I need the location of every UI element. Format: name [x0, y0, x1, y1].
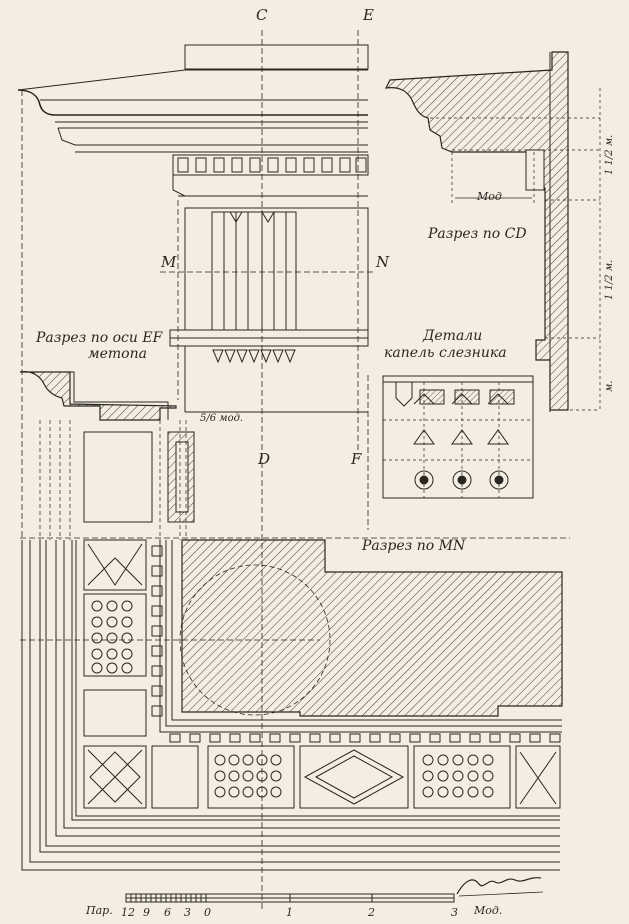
- scale-tick-3b: 3: [451, 906, 458, 919]
- guttae: [212, 349, 296, 364]
- scale-tick-1: 1: [286, 906, 293, 919]
- title-section-cd: Разрез по CD: [428, 226, 527, 242]
- coffer-circles-left: [91, 600, 133, 674]
- title-section-mn: Разрез по MN: [362, 538, 466, 554]
- section-ef: [19, 371, 195, 540]
- scale-tick-0: 0: [204, 906, 211, 919]
- section-cd: [384, 51, 601, 412]
- title-section-ef-line2: метопа: [88, 346, 147, 362]
- scale-tick-2: 2: [368, 906, 375, 919]
- vertical-dentils: [151, 545, 163, 717]
- dimension-mod: Мод: [477, 190, 502, 203]
- axis-label-d: D: [258, 450, 271, 468]
- dentil-row: [172, 154, 369, 176]
- dimension-one-half-m-mid: 1 1/2 м.: [604, 259, 615, 300]
- scale-tick-3: 3: [184, 906, 191, 919]
- title-details-line2: капель слезника: [384, 345, 507, 361]
- coffer-circles-bottom-right: [422, 754, 494, 798]
- scale-label-par: Пар.: [86, 904, 113, 917]
- title-details-line1: Детали: [423, 328, 483, 344]
- dimension-m-bottom: м.: [604, 380, 615, 392]
- scale-tick-6: 6: [164, 906, 171, 919]
- scale-bar: [125, 893, 455, 903]
- axis-label-e: E: [363, 6, 374, 24]
- dimension-five-sixth-mod: 5/6 мод.: [200, 413, 244, 424]
- axis-lines: [20, 30, 570, 910]
- axis-label-c: C: [256, 6, 268, 24]
- triglyph: [211, 211, 297, 331]
- scale-tick-9: 9: [143, 906, 150, 919]
- coffer-circles-bottom: [214, 754, 282, 798]
- guttae-detail: [382, 375, 534, 499]
- section-mn: [21, 539, 563, 871]
- dimension-one-half-m-top: 1 1/2 м.: [604, 134, 615, 175]
- axis-label-n: N: [376, 253, 390, 271]
- title-section-ef-line1: Разрез по оси EF: [36, 330, 163, 346]
- axis-label-m: M: [161, 253, 177, 271]
- signature-mark: [456, 877, 544, 897]
- horizontal-dentils: [169, 733, 561, 743]
- scale-label-mod: Мод.: [474, 904, 503, 917]
- scale-tick-12: 12: [121, 906, 135, 919]
- entablature-elevation: [17, 44, 369, 413]
- axis-label-f: F: [351, 450, 362, 468]
